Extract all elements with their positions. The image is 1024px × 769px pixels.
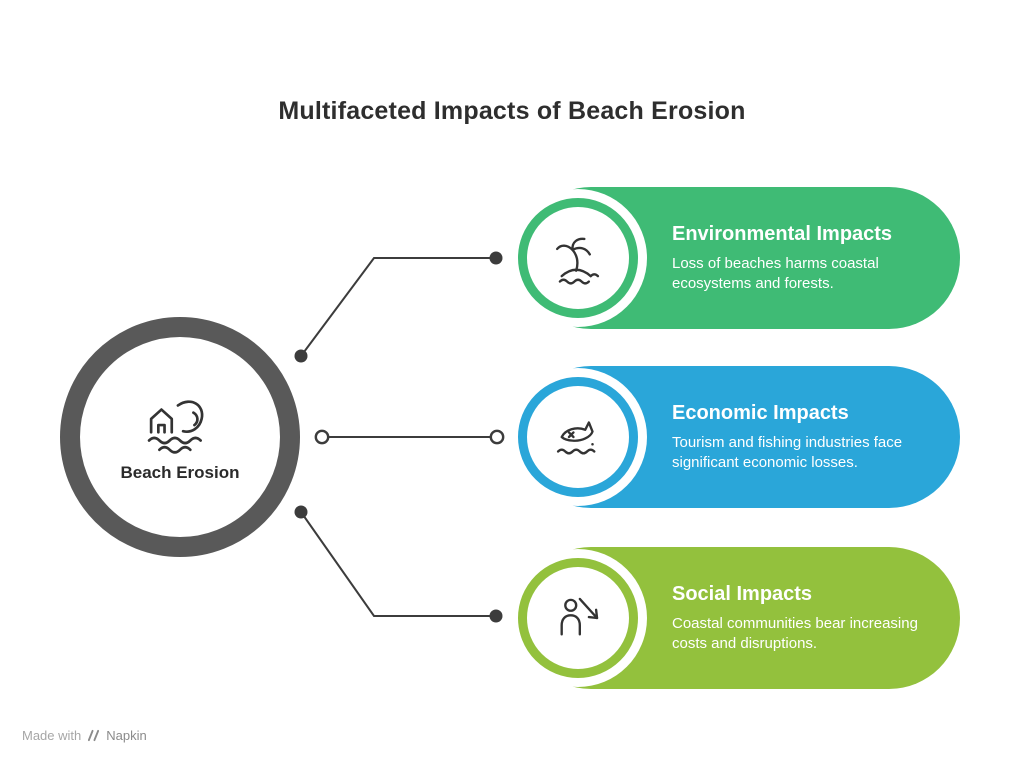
card-economic-impacts: Economic Impacts Tourism and fishing ind… xyxy=(518,366,960,508)
wave-house-icon xyxy=(147,400,204,454)
social-icon-badge xyxy=(518,558,638,678)
economic-icon-badge xyxy=(518,377,638,497)
card-body: Loss of beaches harms coastal ecosystems… xyxy=(672,255,879,292)
connector-dot xyxy=(489,609,503,623)
card-content: Social Impacts Coastal communities bear … xyxy=(672,547,960,689)
connector-line-bottom xyxy=(300,511,496,617)
card-content: Environmental Impacts Loss of beaches ha… xyxy=(672,187,960,329)
made-with-label: Made with xyxy=(22,728,82,743)
environmental-icon-badge xyxy=(518,198,638,318)
card-environmental-impacts: Environmental Impacts Loss of beaches ha… xyxy=(518,187,960,329)
dead-fish-icon xyxy=(556,421,596,455)
connector-dot xyxy=(294,349,308,363)
connector-dot xyxy=(294,505,308,519)
connector-dot xyxy=(489,251,503,265)
card-title: Economic Impacts xyxy=(672,402,849,425)
connector-open-dot xyxy=(489,429,505,445)
connector-open-dot xyxy=(314,429,330,445)
card-body: Coastal communities bear increasing cost… xyxy=(672,615,918,652)
made-with-napkin-footer: Made with Napkin xyxy=(22,728,147,743)
napkin-logo-icon xyxy=(88,729,100,742)
person-decline-icon xyxy=(560,597,599,636)
center-node-label: Beach Erosion xyxy=(120,463,240,482)
palm-island-icon xyxy=(555,237,600,285)
center-node-beach-erosion: Beach Erosion xyxy=(60,317,300,557)
napkin-brand-label: Napkin xyxy=(106,728,147,743)
card-content: Economic Impacts Tourism and fishing ind… xyxy=(672,366,960,508)
connector-line-top xyxy=(300,257,496,357)
card-title: Environmental Impacts xyxy=(672,223,893,246)
page-title: Multifaceted Impacts of Beach Erosion xyxy=(278,97,746,125)
card-title: Social Impacts xyxy=(672,583,813,606)
card-body: Tourism and fishing industries face sign… xyxy=(672,434,903,471)
card-social-impacts: Social Impacts Coastal communities bear … xyxy=(518,547,960,689)
